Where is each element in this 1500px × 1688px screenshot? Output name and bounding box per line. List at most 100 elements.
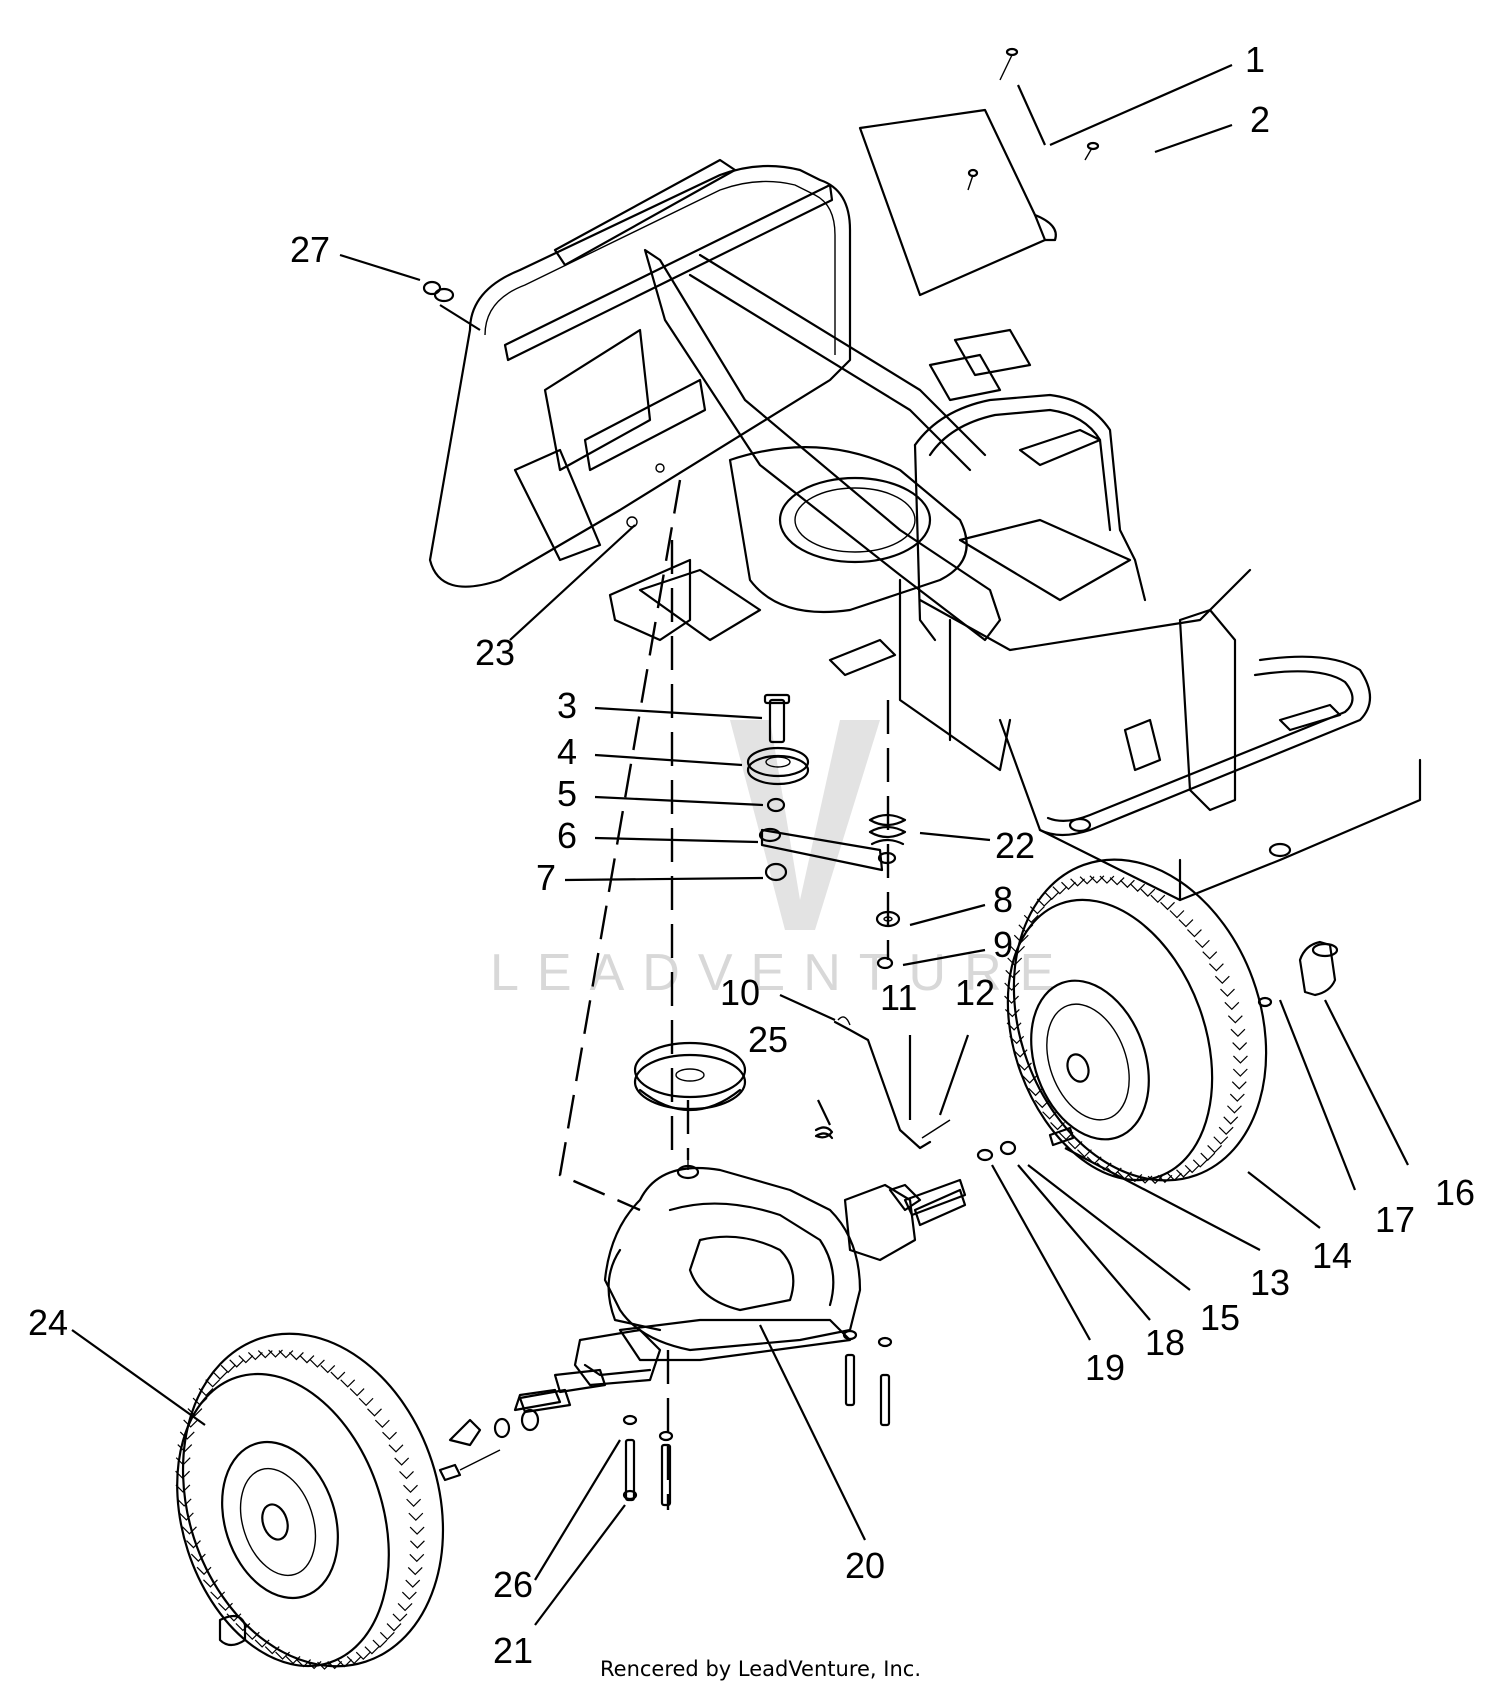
tread-mark xyxy=(1227,1105,1242,1114)
tread-mark xyxy=(1137,1175,1153,1184)
callout-23: 23 xyxy=(475,632,515,673)
tread-mark xyxy=(374,1419,390,1428)
tread-mark xyxy=(1052,886,1068,895)
tread-mark xyxy=(1070,878,1086,887)
tread-mark xyxy=(1184,1164,1200,1174)
tread-mark xyxy=(203,1579,218,1588)
tread-mark xyxy=(1127,1174,1143,1183)
bolt-27 xyxy=(422,280,455,303)
tread-mark xyxy=(1079,876,1095,885)
tread-mark xyxy=(192,1397,208,1406)
tread-mark xyxy=(358,1397,374,1407)
tread-mark xyxy=(1012,1049,1028,1058)
tread-mark xyxy=(218,1602,233,1612)
tread-mark xyxy=(1028,1087,1044,1097)
tread-mark xyxy=(177,1444,193,1453)
transaxle-bolts xyxy=(622,1329,893,1507)
tread-mark xyxy=(229,1359,245,1368)
rear-panel xyxy=(428,158,852,642)
tread-mark xyxy=(175,1484,191,1493)
tread-mark xyxy=(238,1355,254,1364)
tread-mark xyxy=(397,1602,413,1612)
callout-1: 1 xyxy=(1245,39,1265,80)
tread-mark xyxy=(1229,1093,1245,1102)
callout-3: 3 xyxy=(557,685,577,726)
tread-mark xyxy=(1109,877,1125,886)
tread-mark xyxy=(1150,894,1166,904)
tread-mark xyxy=(196,1566,212,1576)
tread-mark xyxy=(226,1613,242,1622)
tread-mark xyxy=(1007,957,1023,966)
tread-mark xyxy=(1050,1122,1065,1131)
tread-mark xyxy=(367,1408,382,1417)
tread-mark xyxy=(182,1526,197,1535)
tread-mark xyxy=(254,1639,270,1648)
right-rear-tire xyxy=(1004,858,1268,1185)
tread-mark xyxy=(1042,1111,1058,1120)
tread-mark xyxy=(1005,969,1021,979)
tread-mark xyxy=(175,1470,191,1480)
callout-21: 21 xyxy=(493,1630,533,1671)
callout-25: 25 xyxy=(748,1019,788,1060)
tread-mark xyxy=(198,1387,214,1397)
watermark-logo xyxy=(730,720,880,930)
tread-mark xyxy=(1006,1022,1022,1031)
tread-mark xyxy=(394,1457,410,1466)
tread-mark xyxy=(268,1349,283,1358)
callout-12: 12 xyxy=(955,972,995,1013)
tread-mark xyxy=(235,1623,251,1632)
callout-11: 11 xyxy=(880,977,917,1018)
tread-mark xyxy=(1233,1055,1248,1064)
callout-19: 19 xyxy=(1085,1347,1125,1388)
callout-14: 14 xyxy=(1312,1235,1352,1276)
tread-mark xyxy=(1004,1008,1020,1018)
tread-mark xyxy=(1018,924,1034,933)
tread-mark xyxy=(257,1350,273,1359)
tread-mark xyxy=(1061,881,1076,891)
right-axle-hardware xyxy=(913,940,1339,1227)
tread-mark xyxy=(1036,898,1052,907)
callout-10: 10 xyxy=(720,972,760,1013)
tread-mark xyxy=(1192,1159,1208,1168)
tread-mark xyxy=(1231,1081,1247,1090)
callout-9: 9 xyxy=(993,924,1013,965)
callout-15: 15 xyxy=(1200,1297,1240,1338)
tread-mark xyxy=(409,1540,425,1549)
tread-mark xyxy=(320,1365,336,1374)
tread-mark xyxy=(340,1379,356,1388)
tread-mark xyxy=(1223,1116,1239,1125)
tread-mark xyxy=(1004,995,1019,1004)
tread-mark xyxy=(403,1484,418,1494)
tread-mark xyxy=(1207,1144,1223,1154)
tread-mark xyxy=(296,1659,312,1668)
tread-mark xyxy=(175,1457,191,1466)
tread-mark xyxy=(1202,951,1218,960)
tread-mark xyxy=(388,1444,404,1453)
tread-mark xyxy=(183,1419,199,1428)
tread-mark xyxy=(1010,945,1025,955)
tread-mark xyxy=(178,1512,194,1521)
tread-mark xyxy=(1232,1042,1248,1051)
idler-assembly xyxy=(746,693,907,970)
tread-mark xyxy=(210,1591,226,1600)
tread-mark xyxy=(372,1639,388,1648)
tread-mark xyxy=(1130,883,1146,892)
tread-mark xyxy=(399,1470,414,1480)
tread-mark xyxy=(1140,888,1156,897)
tread-mark xyxy=(220,1364,236,1374)
seat-plate xyxy=(858,47,1100,297)
tread-mark xyxy=(1214,975,1230,985)
tread-mark xyxy=(1227,1015,1243,1024)
tread-mark xyxy=(1166,1172,1182,1182)
drive-pulley xyxy=(633,1016,951,1150)
tread-mark xyxy=(1013,934,1029,944)
tread-mark xyxy=(264,1646,280,1655)
callout-6: 6 xyxy=(557,815,577,856)
callout-8: 8 xyxy=(993,879,1013,920)
tread-mark xyxy=(355,1651,371,1660)
tread-mark xyxy=(1176,1169,1191,1178)
left-axle-hardware xyxy=(438,1388,572,1482)
tread-mark xyxy=(337,1659,353,1668)
tread-mark xyxy=(1230,1028,1246,1037)
callout-27: 27 xyxy=(290,229,330,270)
